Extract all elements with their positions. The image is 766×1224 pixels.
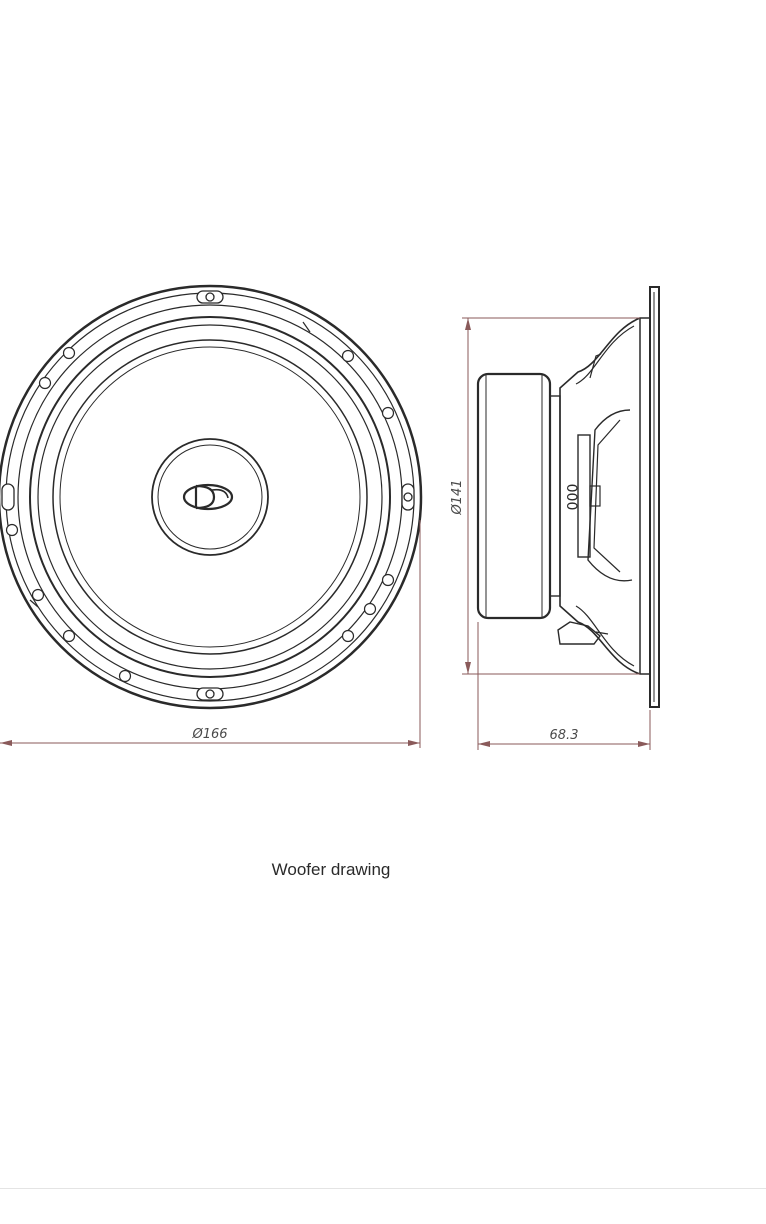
mounting-hole	[64, 348, 75, 359]
side-magnet	[478, 374, 550, 618]
mounting-hole	[120, 671, 131, 682]
front-outer-rim	[0, 286, 421, 708]
mounting-hole	[343, 351, 354, 362]
magnet-marking: 000	[563, 484, 579, 511]
front-surround-outer	[30, 317, 390, 677]
side-flange-ring	[640, 318, 650, 674]
mounting-hole	[383, 408, 394, 419]
front-cone-edge	[53, 340, 367, 654]
brand-logo	[184, 485, 232, 509]
page-bottom-divider	[0, 1188, 766, 1189]
side-top-plate	[550, 396, 560, 596]
front-surround-inner	[38, 325, 382, 669]
mounting-hole	[33, 590, 44, 601]
mounting-hole	[7, 525, 18, 536]
magnet-diameter-label: Ø141	[450, 479, 465, 515]
front-dust-cap-inner	[158, 445, 262, 549]
top-slot-pin	[206, 293, 214, 301]
front-dust-cap	[152, 439, 268, 555]
side-cone	[588, 410, 632, 581]
right-slot-pin	[404, 493, 412, 501]
mounting-hole	[343, 631, 354, 642]
front-mounting-holes	[7, 348, 394, 682]
mounting-hole	[64, 631, 75, 642]
front-cone-inner	[60, 347, 360, 647]
bottom-slot-pin	[206, 690, 214, 698]
front-view	[0, 286, 421, 708]
left-slot	[2, 484, 14, 510]
mounting-hole	[383, 575, 394, 586]
depth-label: 68.3	[550, 728, 579, 743]
mounting-hole	[365, 604, 376, 615]
drawing-caption: Woofer drawing	[0, 860, 662, 880]
front-diameter-label: Ø166	[191, 727, 227, 742]
mounting-hole	[40, 378, 51, 389]
